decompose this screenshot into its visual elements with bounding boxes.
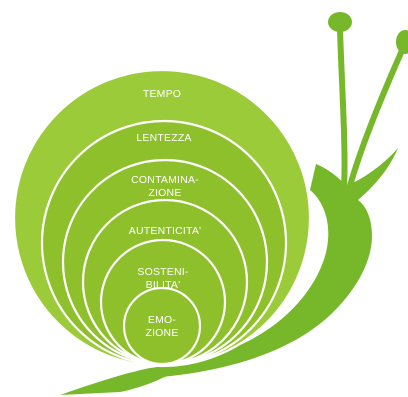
antenna-left [340,30,345,188]
shell-label-6-line-1: EMO- [148,314,177,326]
shell-label-5-line-2: BILITA' [146,279,181,291]
shell-label-3-line-1: CONTAMINA- [131,174,199,186]
antenna-left-tip [328,12,352,32]
shell-label-2-line-1: LENTEZZA [136,132,191,144]
shell-label-3-line-2: ZIONE [148,187,181,199]
shell-label-5-line-1: SOSTENI- [137,266,188,278]
antenna-right [350,46,404,186]
shell-label-6-line-2: ZIONE [145,327,178,339]
shell-ring-6 [124,288,200,364]
shell-label-4-line-1: AUTENTICITA' [129,225,201,237]
shell-label-1-line-1: TEMPO [143,88,181,100]
antenna-right-tip [396,30,408,54]
snail-shell: TEMPOLENTEZZACONTAMINA-ZIONEAUTENTICITA'… [14,70,310,366]
snail-tail [60,368,170,395]
